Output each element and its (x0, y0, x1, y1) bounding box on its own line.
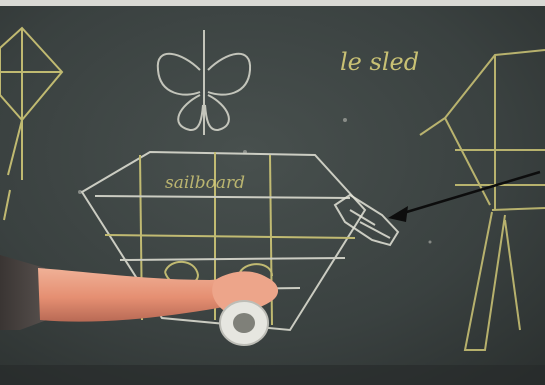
sled-label: le sled (340, 48, 419, 76)
tape-roll (219, 300, 269, 346)
board-bottom-shadow (0, 365, 545, 385)
chalk-smudges (78, 118, 432, 244)
presenter-arm (0, 255, 279, 330)
arrow-icon (388, 170, 541, 222)
sailboard-label: sailboard (165, 173, 245, 193)
butterfly-drawing-icon (156, 30, 252, 135)
hand (212, 271, 279, 312)
forearm (38, 268, 272, 322)
kite-drawing-icon (0, 26, 64, 221)
board-top-edge (0, 0, 545, 6)
bridle-detail (333, 193, 400, 247)
